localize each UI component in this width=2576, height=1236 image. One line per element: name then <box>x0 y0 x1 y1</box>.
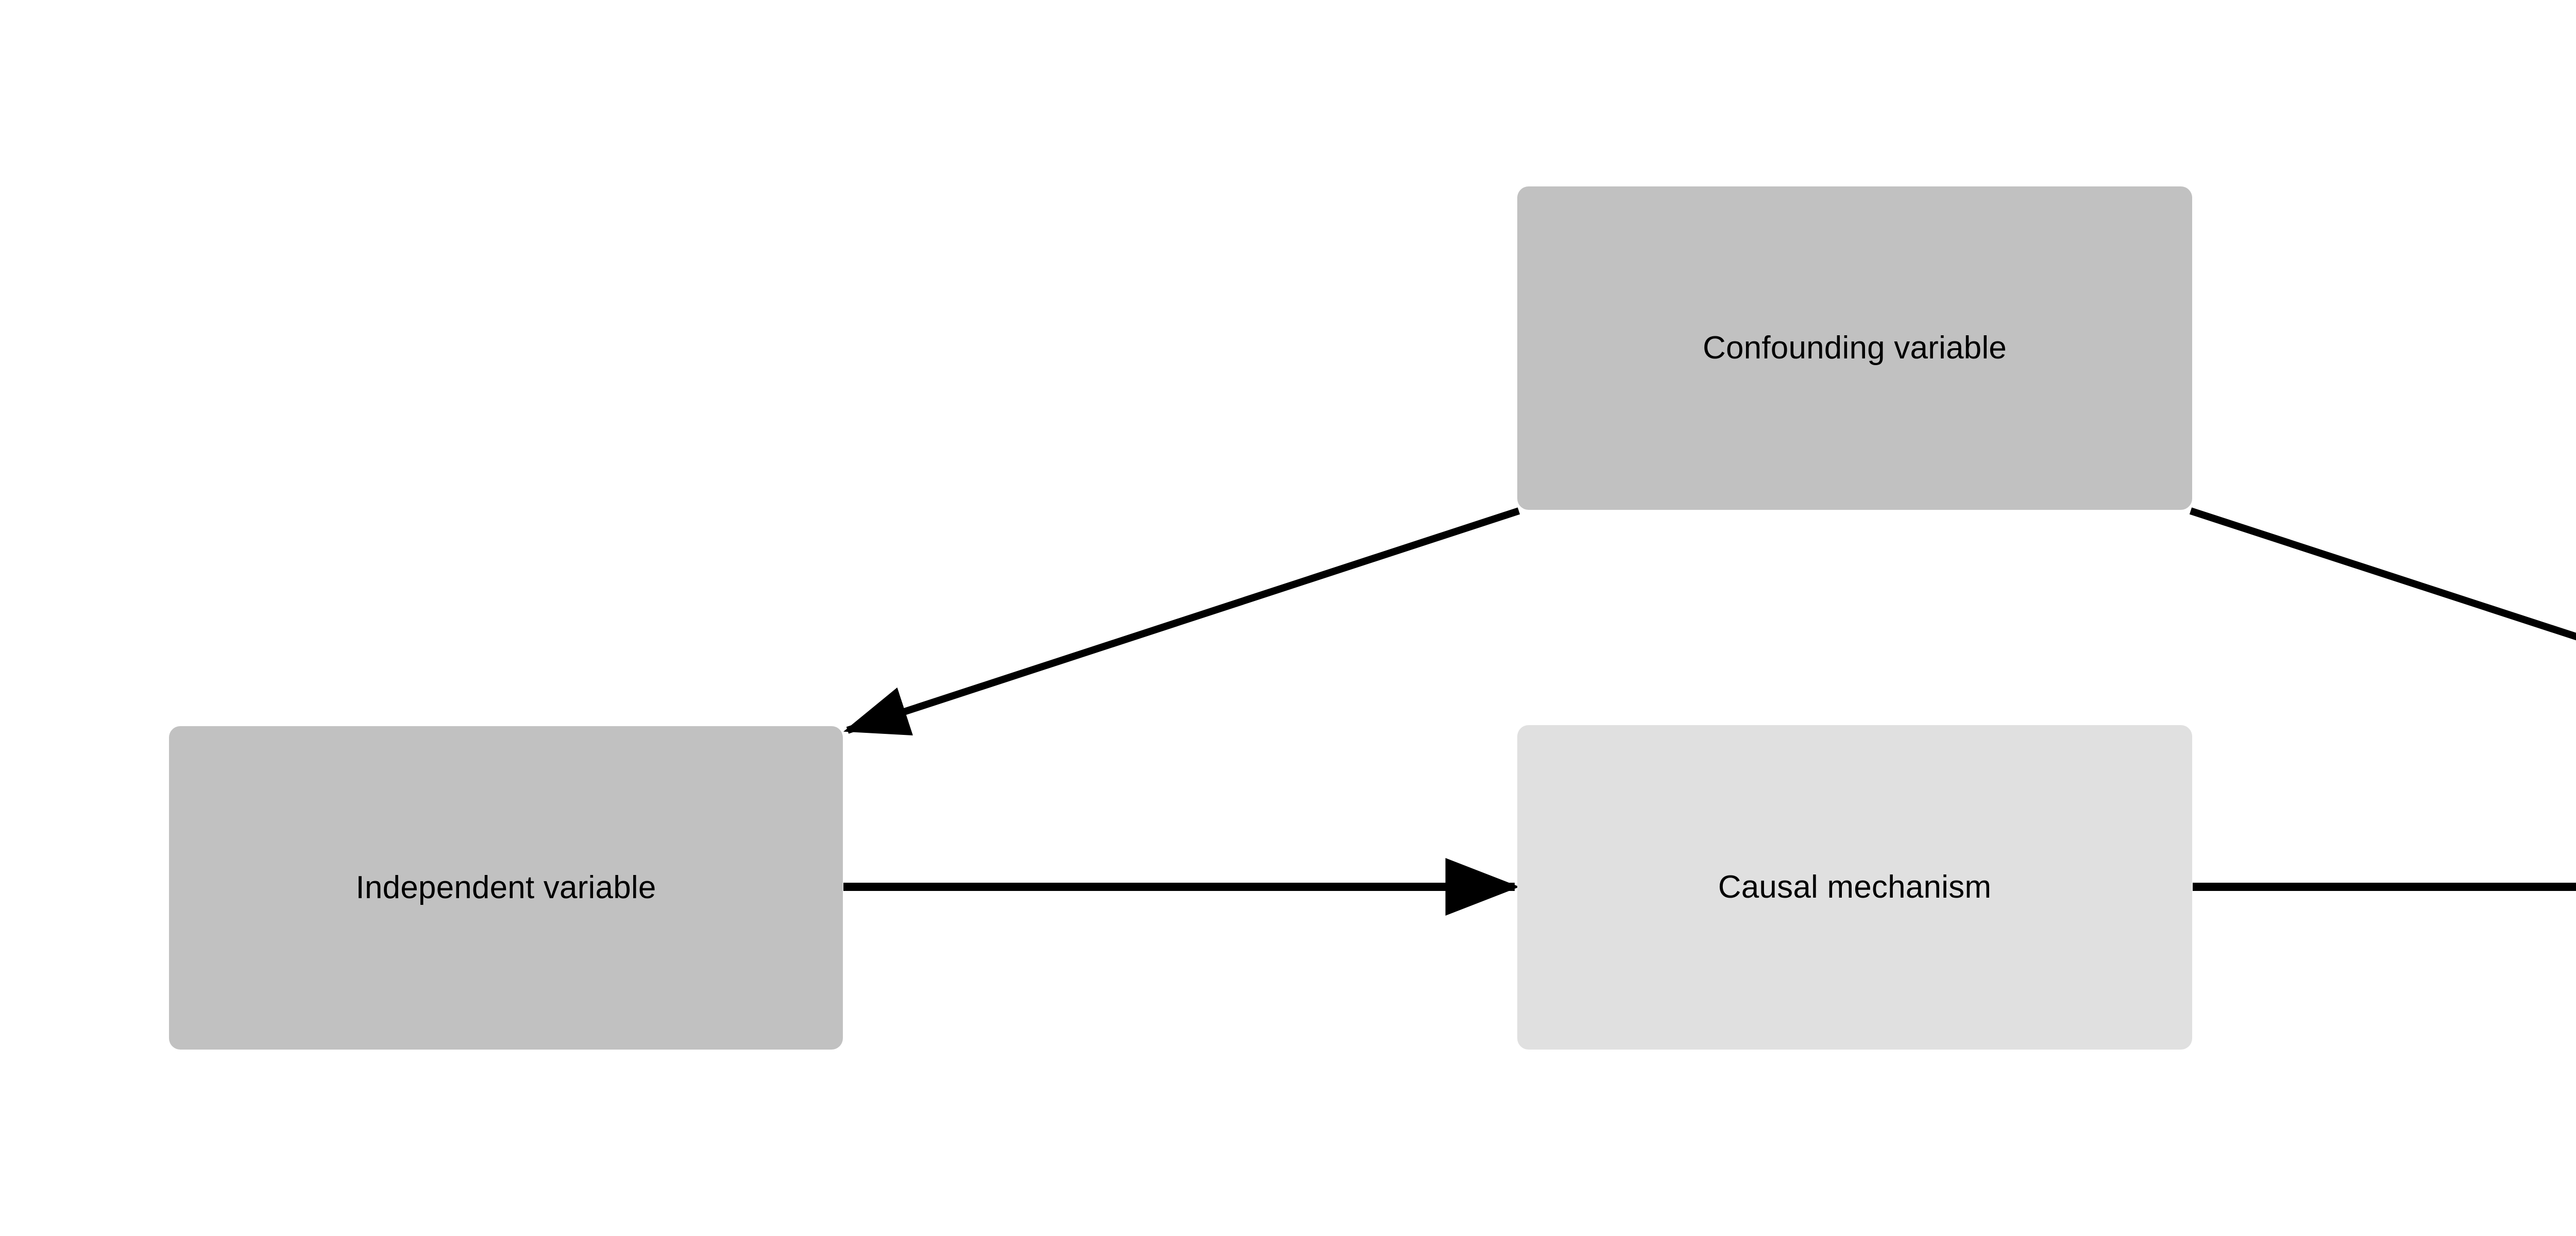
node-causal-mechanism-label: Causal mechanism <box>1718 869 1992 905</box>
node-independent-variable[interactable]: Independent variable <box>169 726 843 1050</box>
node-independent-variable-label: Independent variable <box>355 869 656 905</box>
edge-confounding-to-dependent[interactable] <box>2189 507 2576 730</box>
node-causal-mechanism[interactable]: Causal mechanism <box>1517 725 2192 1050</box>
node-confounding-variable[interactable]: Confounding variable <box>1517 186 2192 510</box>
edge-confounding-to-independent[interactable] <box>843 507 1520 736</box>
node-confounding-variable-label: Confounding variable <box>1703 330 2007 366</box>
